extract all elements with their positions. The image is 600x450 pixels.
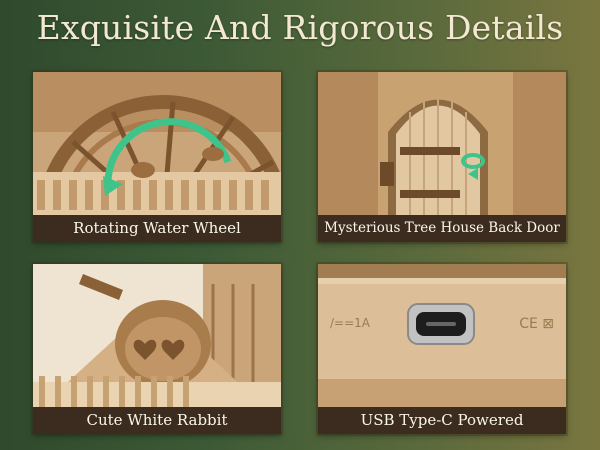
usb-port-illustration (318, 264, 566, 434)
caption-white-rabbit: Cute White Rabbit (33, 407, 281, 434)
usb-spec-label: /==1A (330, 316, 370, 330)
caption-tree-house-door: Mysterious Tree House Back Door (318, 215, 566, 242)
panel-water-wheel: Rotating Water Wheel (33, 72, 281, 242)
tree-house-door-illustration (318, 72, 566, 242)
panel-usb-type-c: /==1A CE ⊠ USB Type-C Powered (318, 264, 566, 434)
page-title: Exquisite And Rigorous Details (36, 8, 564, 47)
white-rabbit-illustration (33, 264, 281, 434)
panel-tree-house-door: Mysterious Tree House Back Door (318, 72, 566, 242)
caption-water-wheel: Rotating Water Wheel (33, 215, 281, 242)
ce-mark-label: CE ⊠ (519, 316, 554, 332)
caption-usb-type-c: USB Type-C Powered (318, 407, 566, 434)
panel-white-rabbit: Cute White Rabbit (33, 264, 281, 434)
